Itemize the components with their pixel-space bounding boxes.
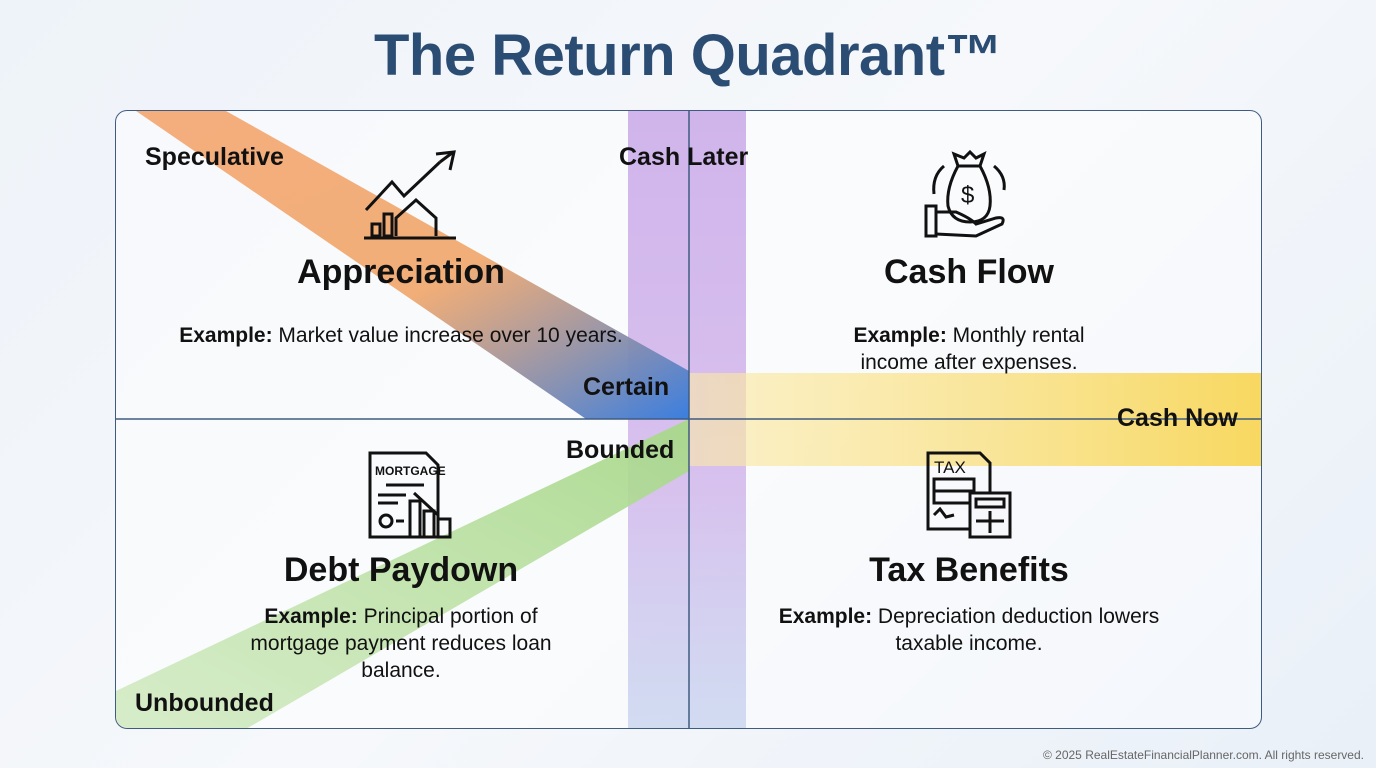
cash-now-label: Cash Now <box>1117 404 1238 432</box>
quadrant-frame <box>115 110 1262 729</box>
example-label: Example: <box>778 605 873 628</box>
cash-later-label: Cash Later <box>619 143 749 171</box>
appreciation-title: Appreciation <box>297 253 505 291</box>
quadrant-bands <box>116 111 1261 728</box>
bounded-unbounded-band <box>116 419 689 728</box>
svg-text:$: $ <box>961 182 974 209</box>
tax-benefits-example: Example: Depreciation deduction lowers t… <box>774 603 1164 657</box>
certain-label: Certain <box>583 373 670 401</box>
example-text: Depreciation deduction lowers taxable in… <box>872 605 1160 655</box>
appreciation-example: Example: Market value increase over 10 y… <box>171 322 631 349</box>
cash-flow-example: Example: Monthly rental income after exp… <box>819 322 1119 376</box>
copyright-footer: © 2025 RealEstateFinancialPlanner.com. A… <box>1042 748 1364 762</box>
speculative-label: Speculative <box>145 143 284 171</box>
bounded-label: Bounded <box>566 436 675 464</box>
speculative-certain-band <box>136 111 689 419</box>
money-bag-hand-icon: $ <box>924 149 1006 238</box>
chart-house-icon <box>364 150 456 240</box>
cash-flow-title: Cash Flow <box>883 253 1055 291</box>
example-label: Example: <box>179 324 273 347</box>
page-title: The Return Quadrant™ <box>373 23 1003 88</box>
tax-benefits-title: Tax Benefits <box>869 551 1069 589</box>
mortgage-document-icon: MORTGAGE <box>368 451 452 539</box>
svg-text:TAX: TAX <box>934 458 966 477</box>
example-label: Example: <box>853 324 947 347</box>
debt-paydown-title: Debt Paydown <box>283 551 519 589</box>
svg-text:MORTGAGE: MORTGAGE <box>375 464 446 478</box>
unbounded-label: Unbounded <box>135 689 274 717</box>
debt-paydown-example: Example: Principal portion of mortgage p… <box>221 603 581 684</box>
example-text: Principal portion of mortgage payment re… <box>250 605 552 682</box>
example-label: Example: <box>264 605 358 628</box>
tax-calculator-icon: TAX <box>926 451 1012 539</box>
example-text: Market value increase over 10 years. <box>272 324 623 347</box>
example-text: Monthly rental income after expenses. <box>860 324 1085 374</box>
